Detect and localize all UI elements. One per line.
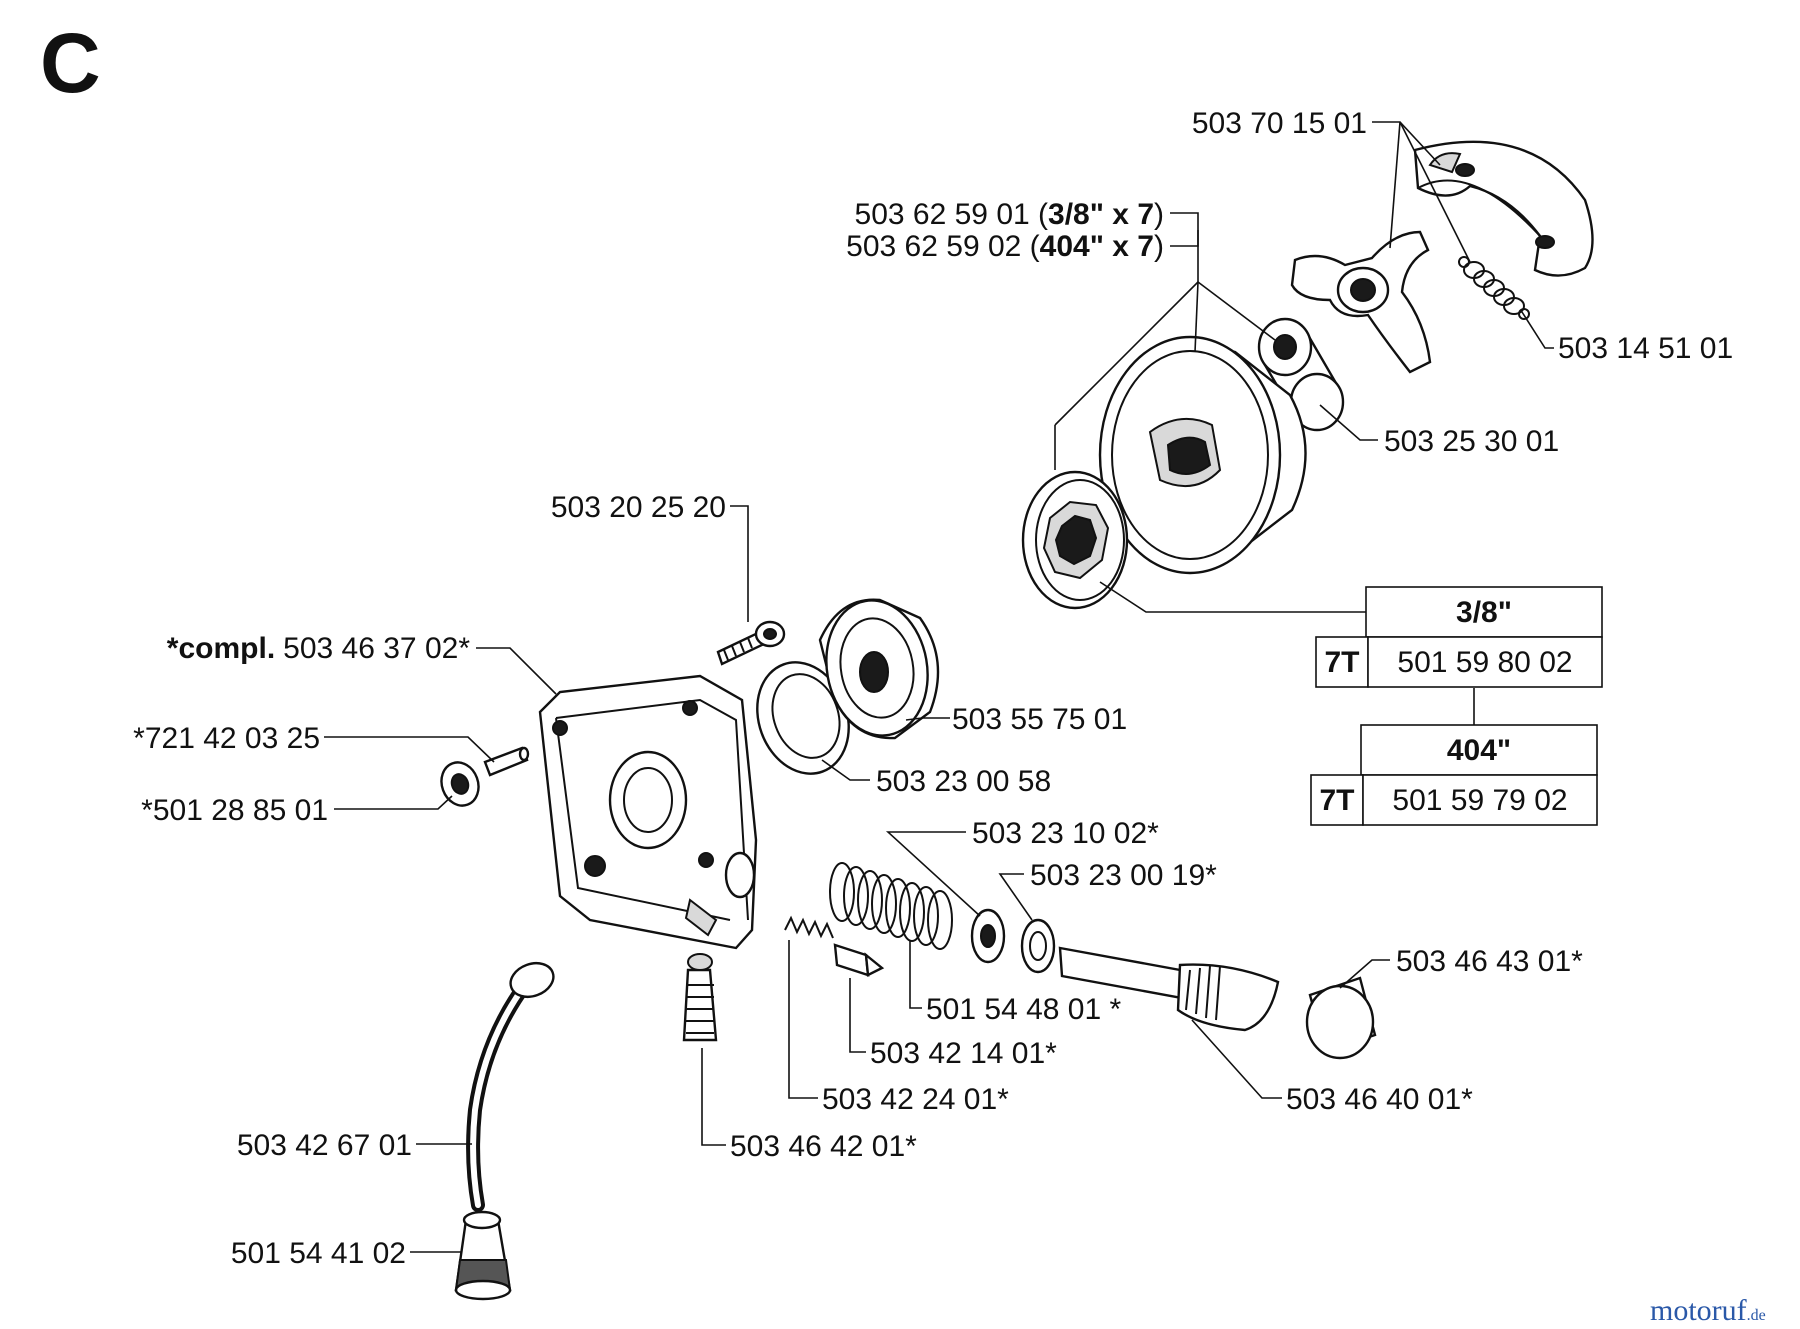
oil-pump-housing	[538, 674, 758, 950]
part-number: 503 46 37 02*	[283, 632, 470, 665]
part-label: 503 70 15 01	[1192, 107, 1367, 140]
part-label: 501 54 41 02	[231, 1237, 406, 1270]
part-close: )	[1154, 198, 1164, 231]
part-spec: 404" x 7	[1040, 230, 1154, 263]
pump-washer	[970, 908, 1006, 964]
part-label: 503 14 51 01	[1558, 332, 1733, 365]
rim-table-part: 501 59 79 02	[1392, 784, 1567, 817]
part-label: 503 46 42 01*	[730, 1130, 917, 1163]
part-number: 503 62 59 02 (	[846, 230, 1040, 263]
part-label: 503 25 30 01	[1384, 425, 1559, 458]
rim-table-teeth: 7T	[1324, 646, 1359, 679]
seal-ring	[440, 761, 480, 807]
rim-sprocket	[1021, 470, 1129, 610]
small-spring	[784, 915, 834, 939]
part-label-compl: *compl.503 46 37 02*	[167, 632, 471, 665]
rim-table-header: 3/8"	[1456, 596, 1512, 629]
pin	[483, 746, 530, 777]
part-close: )	[1154, 230, 1164, 263]
rim-table-part: 501 59 80 02	[1397, 646, 1572, 679]
screw	[716, 620, 786, 666]
pump-piston	[1058, 946, 1280, 1032]
rim-table-3-8: 3/8" 7T 501 59 80 02	[1315, 586, 1603, 688]
oil-hose	[466, 961, 555, 1212]
part-labels: 503 70 15 01 503 62 59 01 (3/8" x 7) 503…	[133, 107, 1733, 1270]
part-label: 503 42 14 01*	[870, 1037, 1057, 1070]
part-label: *501 28 85 01	[141, 794, 328, 827]
rim-table-header: 404"	[1447, 734, 1511, 767]
clutch-drum	[1098, 335, 1307, 575]
part-label-drum-404: 503 62 59 02 (404" x 7)	[846, 230, 1164, 263]
part-prefix: *compl.	[167, 632, 275, 665]
drive-gear	[818, 598, 940, 740]
part-label: 503 42 67 01	[237, 1129, 412, 1162]
clutch-shoe-cover	[1413, 140, 1594, 277]
pump-spring	[829, 862, 953, 950]
watermark-suffix: .de	[1747, 1307, 1766, 1324]
watermark: motoruf.de	[1650, 1294, 1766, 1327]
part-label: *721 42 03 25	[133, 722, 320, 755]
part-label: 503 42 24 01*	[822, 1083, 1009, 1116]
adjusting-screw	[682, 953, 718, 1042]
part-label: 503 23 00 58	[876, 765, 1051, 798]
part-label-drum-3-8: 503 62 59 01 (3/8" x 7)	[855, 198, 1164, 231]
pump-cap	[1305, 976, 1377, 1060]
valve-plunger	[833, 943, 885, 977]
section-letter: C	[40, 16, 101, 110]
part-label: 503 20 25 20	[551, 491, 726, 524]
part-label: 503 46 43 01*	[1396, 945, 1583, 978]
part-label: 503 23 00 19*	[1030, 859, 1217, 892]
oil-filter	[454, 1210, 512, 1301]
part-label: 501 54 48 01 *	[926, 993, 1122, 1026]
part-number: 503 62 59 01 (	[855, 198, 1049, 231]
o-ring	[1020, 918, 1056, 974]
watermark-name: motoruf	[1650, 1294, 1747, 1327]
clutch-spider	[1290, 230, 1432, 374]
part-label: 503 23 10 02*	[972, 817, 1159, 850]
rim-table-teeth: 7T	[1319, 784, 1354, 817]
part-label: 503 46 40 01*	[1286, 1083, 1473, 1116]
rim-table-404: 404" 7T 501 59 79 02	[1310, 724, 1598, 826]
part-spec: 3/8" x 7	[1048, 198, 1154, 231]
part-label: 503 55 75 01	[952, 703, 1127, 736]
leader-lines	[324, 121, 1554, 1253]
clutch-spring	[1458, 256, 1530, 320]
